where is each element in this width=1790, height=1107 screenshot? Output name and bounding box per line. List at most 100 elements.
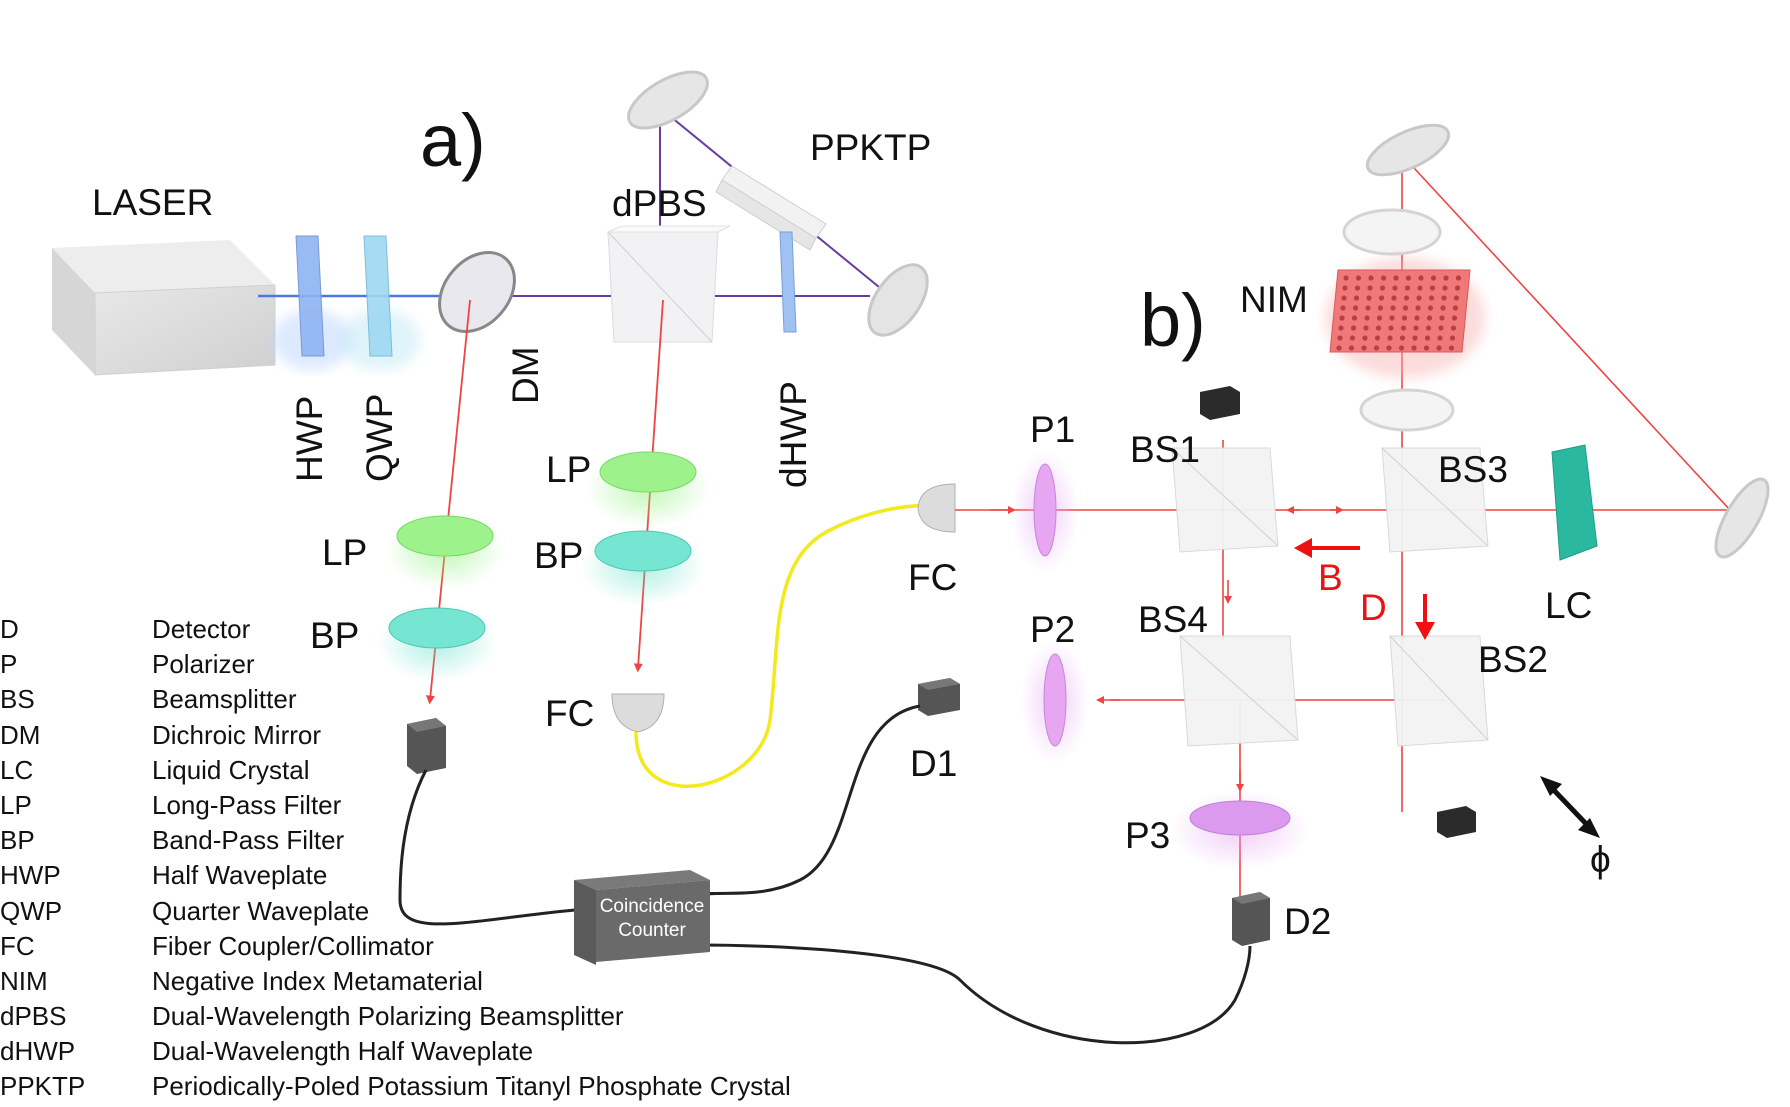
nim-cell [1366,295,1372,301]
bp-filter-mid [581,526,705,606]
right-mirror [867,263,929,337]
label-bp-mid: BP [534,535,583,576]
nim-cell [1440,305,1446,311]
nim-cell [1455,275,1462,281]
mirror-top-right [1365,123,1451,177]
coincidence-counter-line1: Coincidence [600,896,705,917]
legend-abbr: P [0,649,18,680]
nim-cell [1414,315,1420,321]
label-bs2: BS2 [1478,639,1548,680]
top-mirror [627,70,709,130]
legend-row: PPKTP Periodically-Poled Potassium Titany… [0,1069,791,1104]
nim-cell [1351,315,1358,321]
nim-cell [1340,305,1346,311]
fiber-coupler-mid [611,693,665,733]
nim-cell [1454,285,1461,291]
nim-cell [1367,285,1373,291]
panel-b-label: b) [1140,279,1206,362]
nim-cell [1398,345,1405,351]
nim-cell [1439,315,1445,321]
dichroic-mirror [438,251,516,333]
nim-cell [1430,275,1437,281]
nim-cell [1437,335,1443,341]
dhwp-waveplate [779,231,797,333]
legend-desc: Dual-Wavelength Polarizing Beamsplitter [152,1001,624,1032]
panel-a-label: a) [420,99,486,182]
label-d: D [1360,587,1387,628]
beam-dump-top [1200,386,1240,420]
nim-cell [1415,305,1421,311]
lens-lower [1359,388,1455,432]
nim-cell [1411,345,1417,351]
label-phi: ϕ [1590,839,1611,880]
nim-cell [1428,295,1435,301]
legend-desc: Beamsplitter [152,684,297,715]
nim-cell [1449,335,1456,341]
coincidence-counter-line2: Counter [618,920,686,941]
nim-cell [1364,315,1370,321]
legend-abbr: DM [0,719,41,750]
nim-cell [1375,325,1382,331]
nim-cell [1403,295,1410,301]
legend-row: P Polarizer [0,647,791,682]
nim-cell [1361,345,1367,351]
label-dpbs: dPBS [612,183,707,224]
beam-dump-bottom [1437,806,1476,838]
legend-desc: Half Waveplate [152,860,328,891]
nim-cell [1450,325,1457,331]
nim-cell [1418,275,1424,281]
lp-filter-mid [586,448,710,528]
p3-polarizer [1170,790,1310,870]
label-p3: P3 [1125,815,1170,856]
bs1-cube [1171,447,1279,553]
label-ppktp: PPKTP [810,127,931,168]
label-lp-mid: LP [546,449,591,490]
label-p1: P1 [1030,409,1075,450]
legend-desc: Dual-Wavelength Half Waveplate [152,1036,534,1067]
legend-abbr: PPKTP [0,1071,86,1102]
arrow-b [1294,538,1360,558]
nim-cell [1363,325,1369,331]
label-qwp: QWP [359,394,400,482]
label-b: B [1318,557,1343,598]
label-p2: P2 [1030,609,1075,650]
label-laser: LASER [92,182,213,223]
nim-cell [1452,305,1459,311]
ppktp-crystal [715,165,827,251]
lens-upper [1342,208,1442,256]
coincidence-counter: Coincidence Counter [574,870,710,965]
nim-cell [1436,345,1442,351]
legend-desc: Periodically-Poled Potassium Titanyl Pho… [152,1071,791,1102]
detector-d2 [1232,892,1270,946]
label-lc: LC [1545,585,1592,626]
nim-cell [1399,335,1406,341]
legend-desc: Polarizer [152,649,255,680]
qwp-waveplate [340,235,420,370]
p2-polarizer [1021,640,1089,764]
nim-cell [1393,275,1399,281]
nim-cell [1402,305,1409,311]
nim-cell [1379,285,1386,291]
nim-cell [1438,325,1444,331]
label-fc-right: FC [908,557,957,598]
nim-cell [1427,305,1434,311]
label-bs3: BS3 [1438,449,1508,490]
label-bp-left: BP [310,615,359,656]
legend-abbr: QWP [0,895,63,926]
legend-desc: Liquid Crystal [152,754,310,785]
nim-cell [1392,285,1398,291]
nim-cell [1400,325,1407,331]
mirror-far-right [1714,477,1770,559]
nim-cell [1374,335,1381,341]
nim-metamaterial [1325,258,1485,378]
nim-cell [1413,325,1419,331]
nim-cell [1425,325,1432,331]
